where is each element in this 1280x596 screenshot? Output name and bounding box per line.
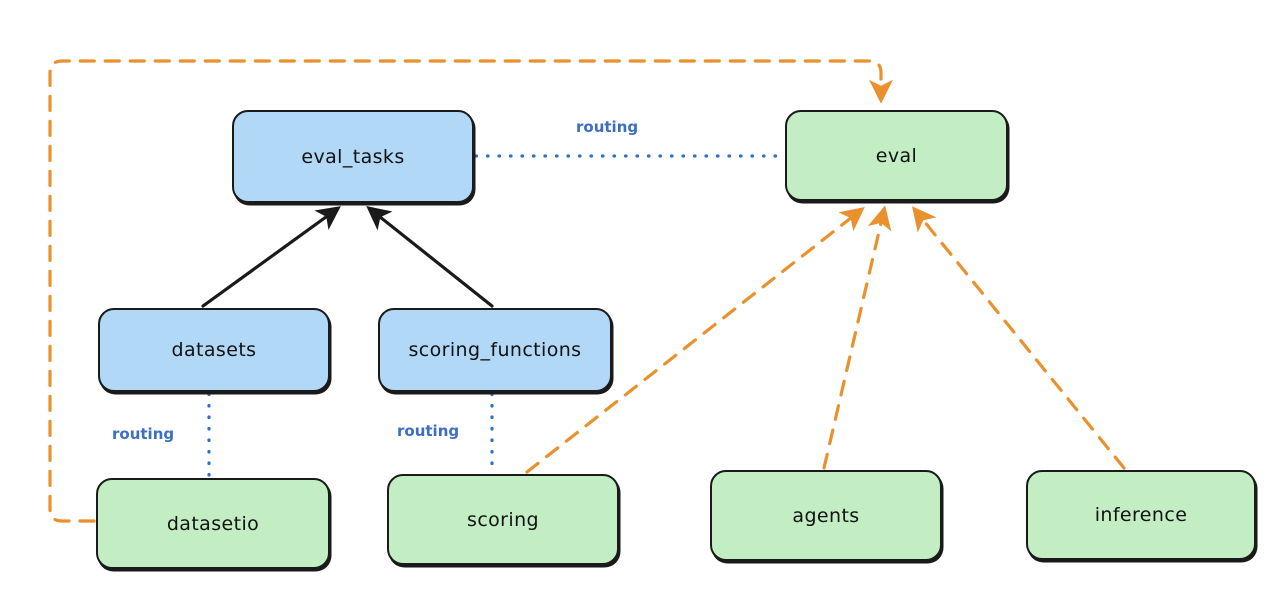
edge-scoring-to-eval [525,207,865,474]
node-eval[interactable]: eval [785,110,1008,201]
node-label-scoring: scoring [467,508,539,531]
node-datasets[interactable]: datasets [98,308,330,392]
edge-label-routing-middle: routing [397,422,460,440]
node-label-scoring-functions: scoring_functions [408,339,582,361]
node-inference[interactable]: inference [1026,470,1256,560]
edge-agents-to-eval [822,205,892,470]
node-scoring-functions[interactable]: scoring_functions [378,308,612,392]
edge-datasets-to-eval-tasks [201,206,341,308]
edge-label-routing-top: routing [576,118,639,136]
node-label-datasets: datasets [171,339,257,361]
node-agents[interactable]: agents [710,470,942,561]
edge-datasetio-to-eval [48,59,893,523]
edge-inference-to-eval [911,206,1126,470]
node-label-eval: eval [875,144,918,167]
node-label-inference: inference [1094,504,1188,526]
node-eval-tasks[interactable]: eval_tasks [232,110,474,203]
node-label-datasetio: datasetio [166,512,260,535]
edge-label-routing-left: routing [112,425,175,443]
edge-scoring-functions-to-eval-tasks [366,206,494,308]
node-datasetio[interactable]: datasetio [96,478,330,569]
node-label-agents: agents [792,504,860,527]
node-scoring[interactable]: scoring [387,474,619,565]
node-label-eval-tasks: eval_tasks [301,145,405,168]
